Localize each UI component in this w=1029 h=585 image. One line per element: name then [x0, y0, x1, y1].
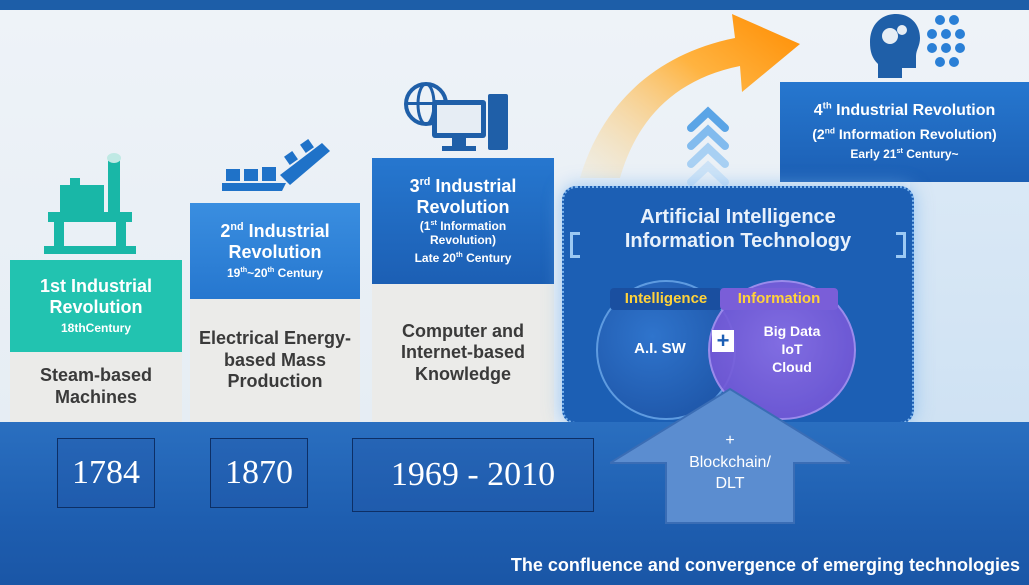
dlt-line: DLT — [715, 475, 745, 493]
ai-heading-line2: Information Technology — [624, 230, 852, 252]
big-data-text: Big Data — [763, 323, 821, 339]
stage-2-body: Electrical Energy-based Mass Production — [190, 299, 360, 422]
blockchain-text: + Blockchain/ DLT — [666, 430, 794, 495]
left-bracket — [570, 232, 580, 258]
blockchain-line: Blockchain/ — [689, 453, 771, 471]
intelligence-label: Intelligence — [610, 288, 722, 310]
stage-1-description: Steam-based Machines — [39, 365, 153, 407]
cloud-text: Cloud — [772, 359, 812, 376]
top-bar — [0, 0, 1029, 10]
stage-2-description: Electrical Energy-based Mass Production — [198, 328, 352, 392]
stage-1-header: 1st Industrial Revolution 18thCentury — [10, 260, 182, 352]
fourth-panel-bg — [910, 150, 1029, 422]
footer-caption: The confluence and convergence of emergi… — [510, 555, 1020, 575]
stage-1-title: 1st Industrial Revolution — [39, 276, 153, 318]
stage-4-header: 4th Industrial Revolution (2nd Informati… — [780, 82, 1029, 182]
iot-text: IoT — [781, 341, 803, 358]
stage-2-title: 2nd Industrial Revolution — [220, 221, 330, 263]
chevrons-up-icon — [687, 106, 729, 186]
stage-3-title: 3rd Industrial Revolution — [409, 176, 517, 217]
year-1969-2010: 1969 - 2010 — [352, 438, 594, 512]
conveyor-icon — [222, 139, 330, 191]
right-bracket — [896, 232, 906, 258]
stage-2-subtitle: 19th~20th Century — [227, 264, 323, 280]
stage-3-subtitle: Late 20th Century — [414, 250, 512, 266]
stage-2-header: 2nd Industrial Revolution 19th~20th Cent… — [190, 203, 360, 299]
computer-globe-icon — [404, 82, 508, 151]
year-1784: 1784 — [57, 438, 155, 508]
blockchain-plus: + — [725, 432, 735, 449]
stage-3-note: (1st Information Revolution) — [419, 218, 507, 248]
ai-sw-text: A.I. SW — [634, 340, 686, 357]
stage-3-description: Computer and Internet-based Knowledge — [400, 320, 526, 384]
year-1870: 1870 — [210, 438, 308, 508]
stage-1-body: Steam-based Machines — [10, 352, 182, 422]
information-list: Big Data IoT Cloud — [742, 322, 842, 377]
stage-4-title: 4th Industrial Revolution — [813, 100, 996, 119]
growth-arrow-icon — [580, 14, 800, 178]
stage-1-subtitle: 18thCentury — [60, 320, 131, 335]
blockchain-arrow-icon — [610, 387, 850, 524]
ai-it-heading: Artificial Intelligence Information Tech… — [570, 205, 906, 253]
stage-4-note: (2nd Information Revolution) — [812, 125, 997, 143]
stage-3-body: Computer and Internet-based Knowledge — [372, 284, 554, 422]
stage-4-subtitle: Early 21st Century~ — [850, 146, 959, 162]
stage-3-header: 3rd Industrial Revolution (1st Informati… — [372, 158, 554, 284]
bottom-band — [0, 422, 1029, 585]
ai-heading-line1: Artificial Intelligence — [640, 206, 836, 228]
plus-icon: + — [712, 330, 734, 352]
ai-head-network-icon — [870, 14, 965, 78]
information-label: Information — [720, 288, 838, 310]
steam-engine-icon — [44, 153, 136, 254]
